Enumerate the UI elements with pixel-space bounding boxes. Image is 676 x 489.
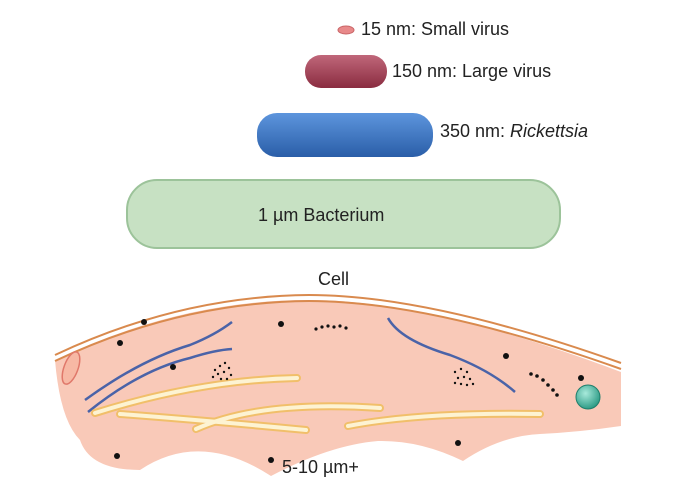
cell-membrane-inner bbox=[54, 299, 622, 370]
rickettsia-name: Rickettsia bbox=[510, 121, 589, 141]
large-virus-label: 150 nm: Large virus bbox=[392, 61, 552, 81]
cell bbox=[54, 293, 622, 476]
rickettsia-size: 350 nm: bbox=[440, 121, 511, 141]
cell-nucleus bbox=[575, 384, 601, 410]
ribosome-dots bbox=[114, 319, 584, 463]
cell-body bbox=[55, 300, 621, 476]
small-virus-label: 15 nm: Small virus bbox=[361, 19, 510, 39]
vacuole bbox=[61, 351, 81, 385]
cell-size-label: 5-10 µm+ bbox=[282, 457, 359, 477]
blue-filaments bbox=[84, 317, 516, 413]
bacterium bbox=[126, 179, 561, 249]
bacterium-label: 1 µm Bacterium bbox=[258, 205, 385, 225]
large-virus bbox=[305, 55, 387, 88]
small-virus bbox=[337, 25, 355, 35]
rickettsia bbox=[257, 113, 433, 157]
rickettsia-label: 350 nm: Rickettsia bbox=[440, 121, 588, 142]
cell-label: Cell bbox=[318, 269, 350, 289]
cell-membrane-outer bbox=[54, 293, 622, 364]
